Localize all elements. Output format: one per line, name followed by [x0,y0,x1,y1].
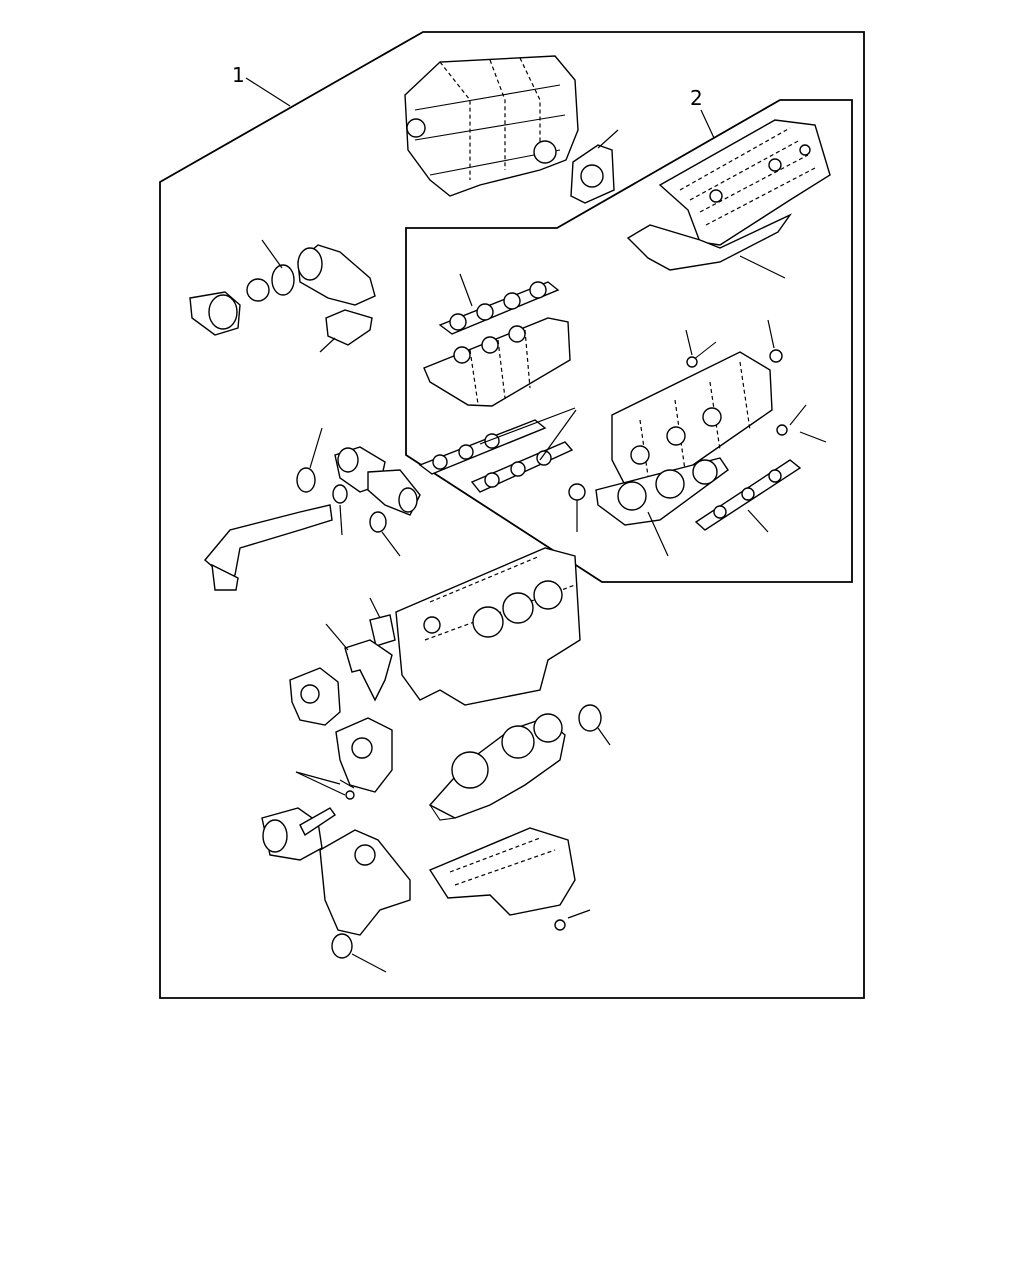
water-pump [289,667,341,726]
exhaust-gasket-right [694,459,802,533]
oil-drain-plug [554,909,591,931]
cylinder-head [611,351,773,493]
camshaft-seal [568,483,586,532]
intake-manifold-gaskets [438,273,560,335]
outer-kit-frame [159,31,865,999]
front-cover-bolts [295,771,355,800]
timing-belt-cover [319,829,411,936]
cylinder-head-cover [658,119,831,246]
head-bolts [685,319,827,443]
inner-kit-frame [405,99,853,583]
water-pipe-group [204,427,421,591]
throttle-body-gasket [570,129,619,204]
callout-2-leader [700,109,715,139]
callout-1-leader [245,77,291,107]
head-cover-gasket [626,213,793,279]
callout-1: 1 [232,63,245,87]
cylinder-head-gasket [595,457,729,557]
exhaust-manifold-gaskets [418,407,577,493]
block-gaskets [325,597,396,702]
upper-intake-manifold [404,55,579,197]
thermostat-housing-group [189,239,376,353]
lower-intake-manifold [423,317,571,407]
cylinder-block [395,547,581,706]
front-crank-seal [331,933,387,973]
crankshaft [428,713,566,821]
oil-filter-adapter [261,807,336,861]
crankshaft-pulley [578,704,611,746]
oil-pan [428,827,576,916]
oil-pump-front-cover [335,717,393,793]
callout-2: 2 [690,86,703,110]
